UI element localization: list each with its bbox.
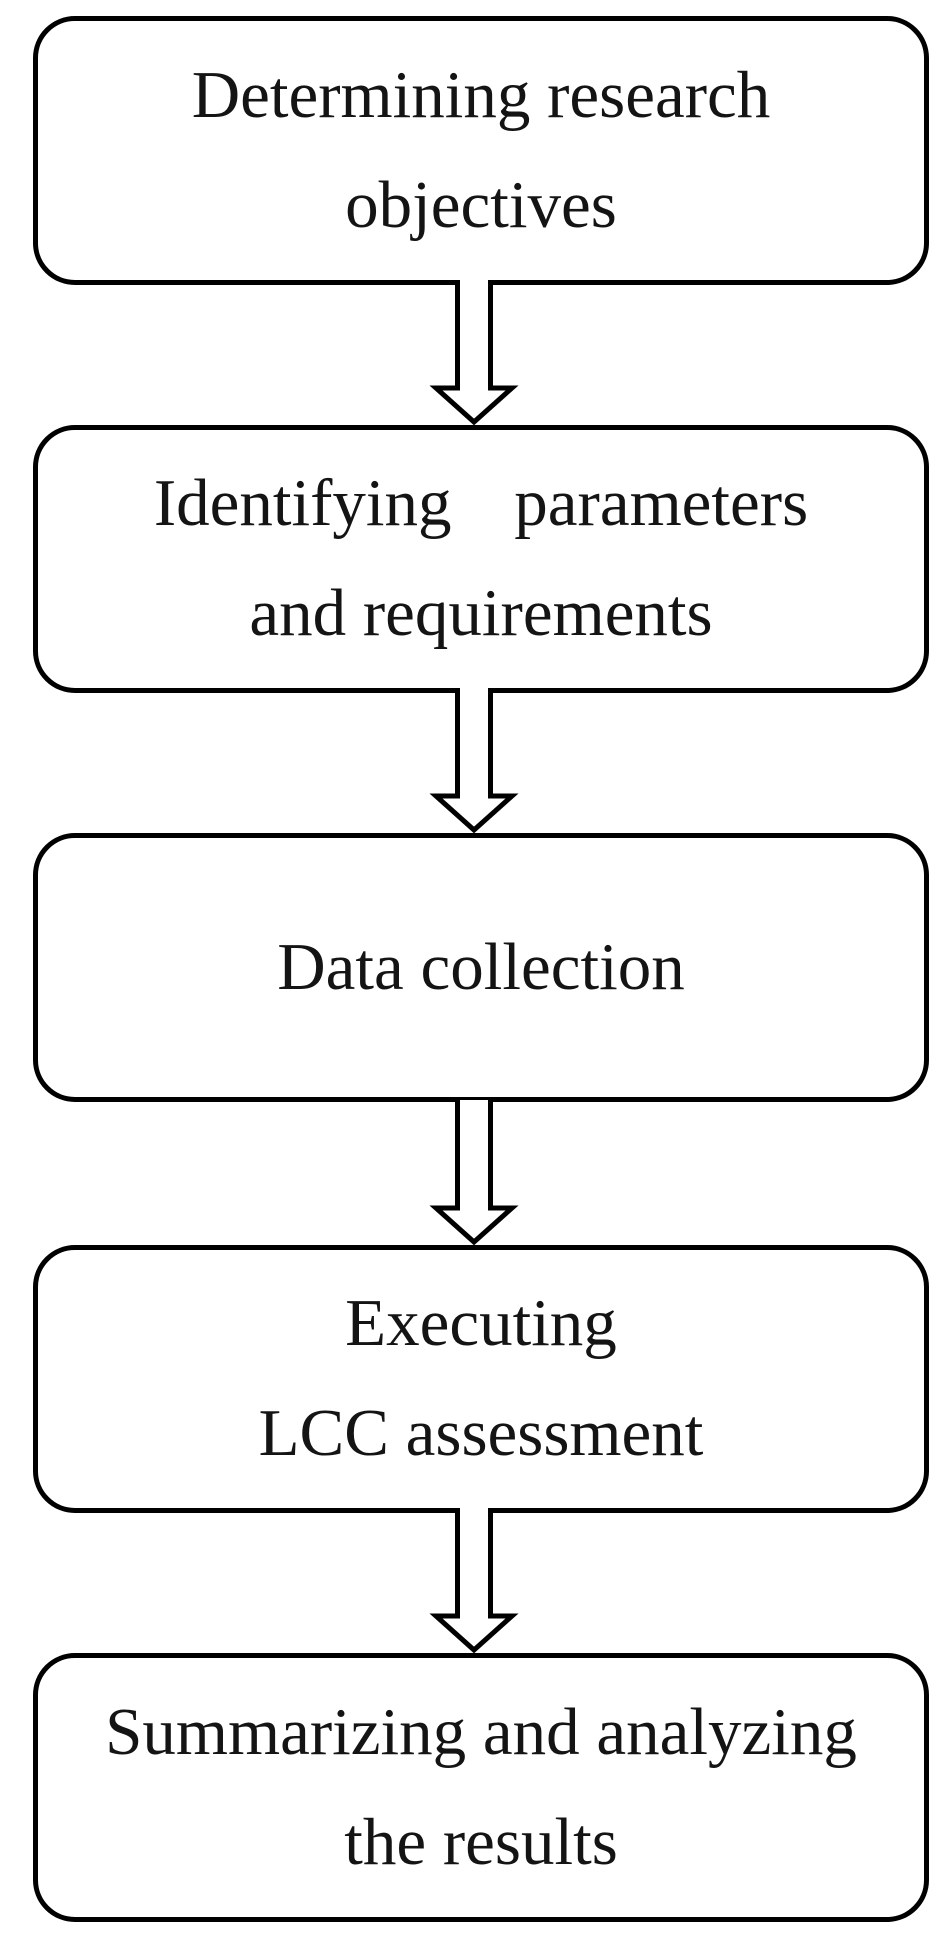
step-label-line: and requirements bbox=[249, 576, 713, 650]
down-arrow-icon bbox=[429, 1100, 519, 1245]
flow-connector-2 bbox=[426, 688, 522, 833]
step-label-line: Executing bbox=[345, 1286, 617, 1361]
flow-connector-3 bbox=[426, 1100, 522, 1245]
step-data-collection: Data collection bbox=[33, 833, 929, 1102]
step-label-line: Determining research bbox=[191, 57, 771, 132]
step-label-line: LCC assessment bbox=[258, 1396, 704, 1470]
step-identifying-parameters: Identifying parameters and requirements bbox=[33, 425, 929, 693]
step-summarizing-results: Summarizing and analyzing the results bbox=[33, 1653, 929, 1922]
step-lcc-assessment: Executing LCC assessment bbox=[33, 1245, 929, 1513]
step-label-line: Data collection bbox=[277, 929, 685, 1004]
down-arrow-icon bbox=[429, 688, 519, 833]
step-label-line: Identifying parameters bbox=[153, 466, 809, 541]
down-arrow-icon bbox=[429, 280, 519, 425]
step-label-line: Summarizing and analyzing bbox=[105, 1694, 857, 1769]
flow-connector-4 bbox=[426, 1508, 522, 1653]
step-label-line: objectives bbox=[345, 167, 617, 242]
down-arrow-icon bbox=[429, 1508, 519, 1653]
step-label-line: the results bbox=[344, 1804, 618, 1879]
step-determining-objectives: Determining research objectives bbox=[33, 16, 929, 285]
flow-connector-1 bbox=[426, 280, 522, 425]
